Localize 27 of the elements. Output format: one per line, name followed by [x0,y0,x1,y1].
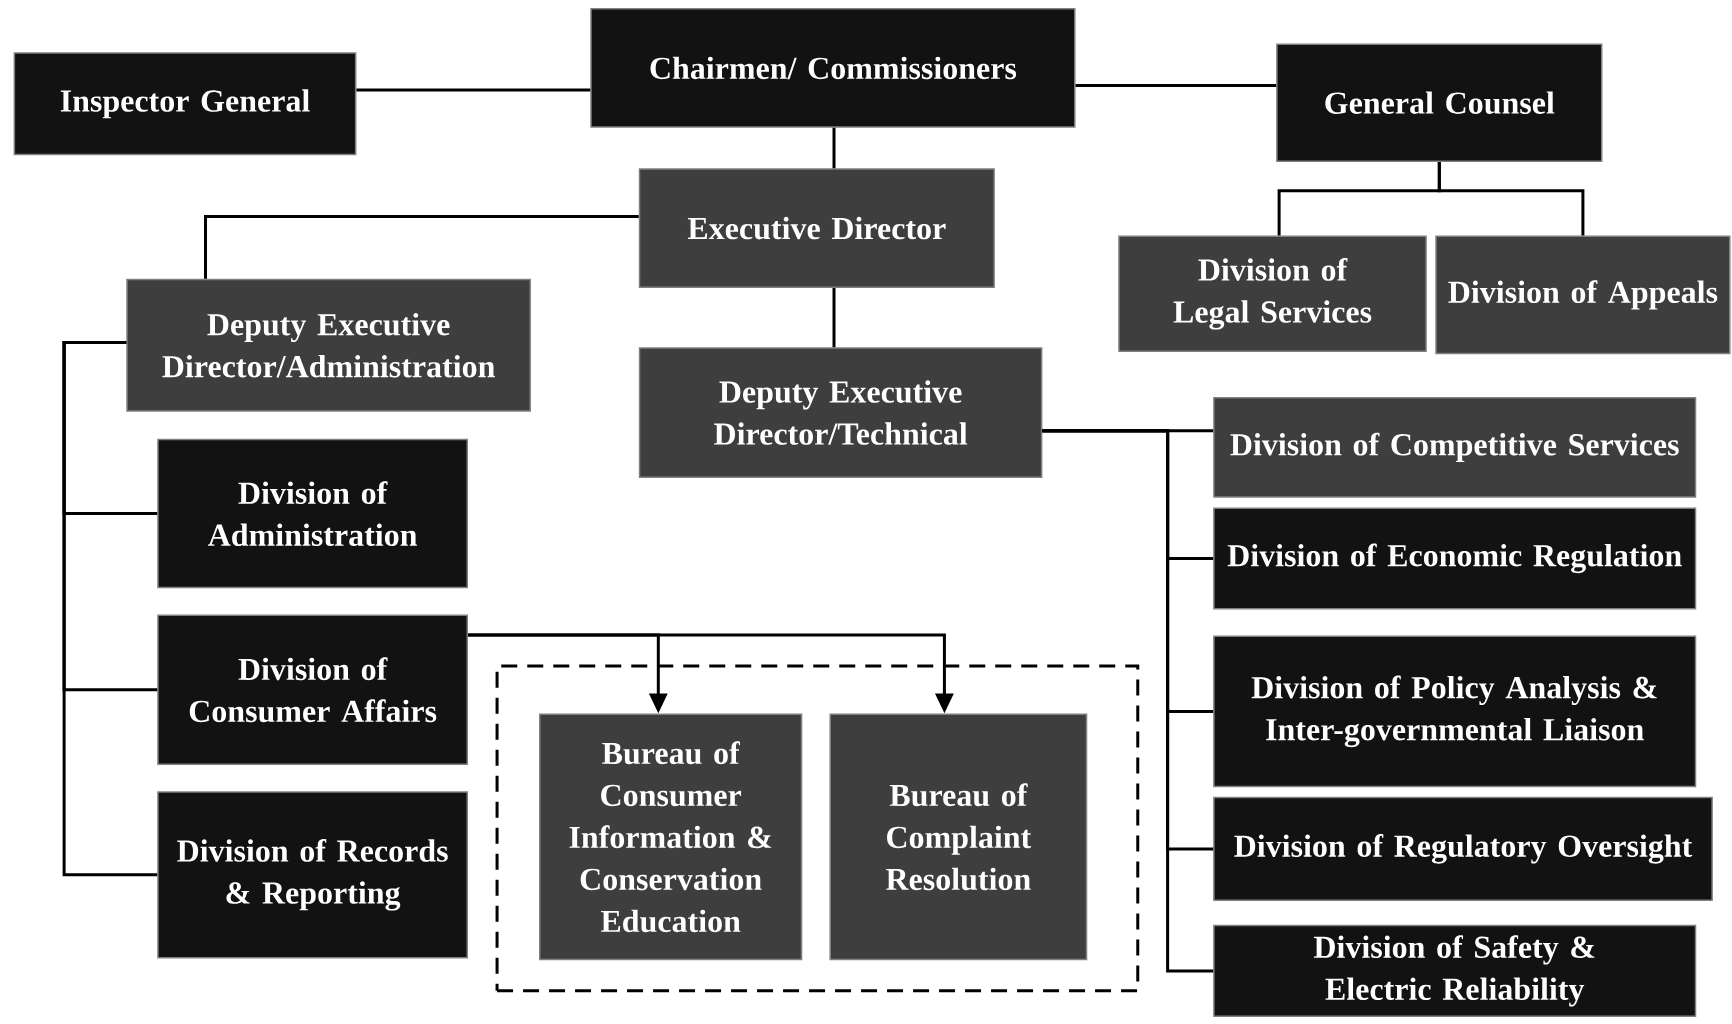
org-box: Division of Records & Reporting [157,791,468,959]
org-box: Division of Regulatory Oversight [1213,796,1713,901]
org-box: Division of Policy Analysis & Inter-governmental Liaison [1213,635,1697,788]
connector-line [62,340,158,877]
org-box: Deputy Executive Director/Technical [638,347,1043,478]
org-box: Division of Economic Regulation [1213,507,1697,610]
org-box: Division of Administration [157,438,468,589]
dashed-group-box [495,664,1140,993]
org-box: Inspector General [13,52,357,156]
connector-line [832,287,836,348]
org-box: General Counsel [1276,43,1603,162]
connector-line [1042,429,1214,973]
org-box: Division of Legal Services [1118,235,1427,352]
org-box: Division of Safety & Electric Reliability [1213,924,1697,1017]
org-box: Division of Competitive Services [1213,396,1697,498]
org-box: Executive Director [638,168,995,288]
org-box: Division of Appeals [1435,235,1731,355]
org-box: Division of Consumer Affairs [157,614,468,766]
connector-line [832,127,836,169]
connector-line [204,215,639,279]
org-box: Bureau of Complaint Resolution [829,713,1088,961]
connector-line [1075,84,1277,88]
connector-line [356,88,591,92]
org-box: Deputy Executive Director/Administration [126,278,531,412]
org-box: Bureau of Consumer Information & Conservation Education [539,713,803,961]
org-box: Chairmen/ Commissioners [590,8,1076,128]
connector-line [1437,162,1585,236]
